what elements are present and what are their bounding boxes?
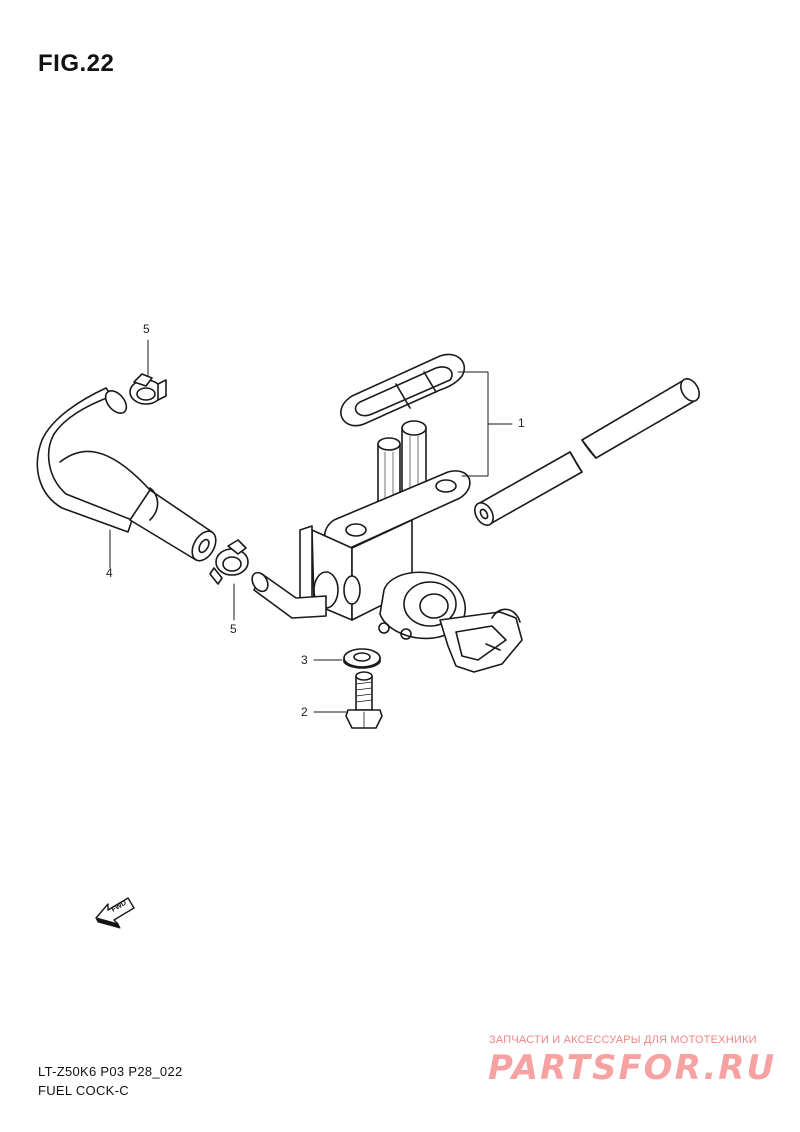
fuel-hose[interactable] (36, 387, 220, 565)
callout-number-3: 3 (301, 653, 308, 667)
callout-number-2: 2 (301, 705, 308, 719)
hose-clamp-lower[interactable] (209, 539, 249, 585)
figure-title: FIG.22 (38, 50, 115, 77)
fuel-cock-body[interactable] (249, 420, 523, 673)
watermark-logo: PARTSFOR.RU (488, 1048, 777, 1088)
forward-arrow-icon (95, 897, 135, 929)
hose-clamp-upper[interactable] (129, 373, 167, 405)
figure-code: LT-Z50K6 P03 P28_022 (38, 1064, 183, 1079)
callout-number-1: 1 (518, 416, 525, 430)
figure-name: FUEL COCK-C (38, 1083, 129, 1098)
washer[interactable] (343, 648, 381, 669)
breather-hose[interactable] (471, 376, 703, 529)
callout-number-5-lower: 5 (230, 622, 237, 636)
assembly-bracket (457, 371, 489, 477)
watermark-tagline: ЗАПЧАСТИ И АКСЕССУАРЫ ДЛЯ МОТОТЕХНИКИ (489, 1034, 757, 1046)
callout-number-4: 4 (106, 566, 113, 580)
callout-number-5-upper: 5 (143, 322, 150, 336)
fuel-cock-gasket[interactable] (340, 353, 465, 427)
bolt[interactable] (345, 671, 383, 729)
